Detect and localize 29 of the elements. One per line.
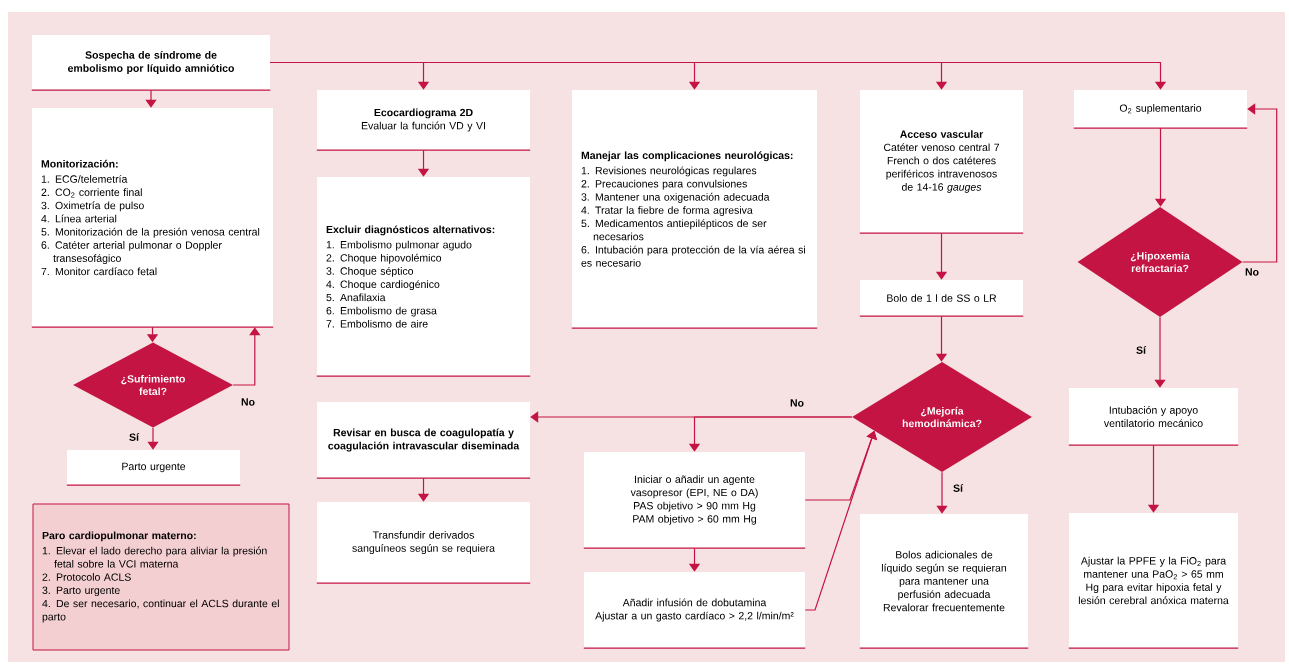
edge-label: Sí xyxy=(128,432,140,442)
arrow xyxy=(145,89,157,108)
arrow xyxy=(1242,103,1278,263)
edge-label: No xyxy=(1244,267,1260,277)
process-box: Ecocardiograma 2D Evaluar la función VD y VI xyxy=(316,90,531,151)
arrow xyxy=(269,61,1167,90)
edge-label: Sí xyxy=(1135,345,1147,355)
process-box: Transfundir derivados sanguíneos según se requiera xyxy=(316,502,531,584)
process-box: O$_{2}$ suplementario xyxy=(1073,90,1248,129)
arrow xyxy=(1154,316,1166,388)
arrow xyxy=(147,427,159,450)
edge-label: Sí xyxy=(952,483,964,493)
process-box: Ajustar la PPFE y la FiO$_{2}$ para mantener una PaO$_{2}$ > 65 mm Hg para evitar hipoxia fetal y lesión cerebral anóxica materna xyxy=(1068,513,1239,649)
process-box: Monitorización: 1. ECG/telemetría 2. CO$_{2}$ corriente final 3. Oximetría de pulso 4. Línea arterial 5. Monitorización de la presión venosa central 6. Catéter arterial pulmonar o Doppler transesofágico 7. Monitor cardíaco fetal xyxy=(31,108,274,328)
process-box: Parto urgente xyxy=(66,450,241,486)
process-box: Revisar en busca de coagulopatía y coagulación intravascular diseminada xyxy=(316,402,531,479)
process-box: Bolos adicionales de líquido según se requieran para mantener una perfusión adecuada Revalorar frecuentemente xyxy=(859,514,1029,649)
edge-label: No xyxy=(240,397,256,407)
edge-label: No xyxy=(789,398,805,408)
process-box: Añadir infusión de dobutamina Ajustar a un gasto cardíaco > 2,2 l/min/m² xyxy=(583,572,806,649)
process-box: Acceso vascular Catéter venoso central 7 French o dos catéteres periféricos intravenosos de 14-16 gauges xyxy=(859,90,1024,234)
process-box: Manejar las complicaciones neurológicas: 1. Revisiones neurológicas regulares 2. Precauciones para convulsiones 3. Mantener una oxigenación adecuada 4. Tratar la fiebre de forma agresiva 5. Medicamentos antiepilépticos de ser necesarios 6. Intubación para protección de la vía aérea si es necesario xyxy=(571,90,818,329)
note-box: Paro cardiopulmonar materno: 1. Elevar el lado derecho para aliviar la presión fetal sobre la VCI materna 2. Protocolo ACLS 3. Parto urgente 4. De ser necesario, continuar el ACLS durante el parto xyxy=(32,503,290,651)
process-box: Bolo de 1 l de SS o LR xyxy=(859,280,1024,317)
process-box: Intubación y apoyo ventilatorio mecánico xyxy=(1068,388,1239,446)
process-box: Excluir diagnósticos alternativos: 1. Embolismo pulmonar agudo 2. Choque hipovolémico 3. Choque séptico 4. Choque cardiogénico 5. Anafilaxia 6. Embolismo de grasa 7. Embolismo de aire xyxy=(316,177,531,377)
process-box: Sospecha de síndrome de embolismo por líquido amniótico xyxy=(31,35,271,91)
arrow xyxy=(936,471,948,514)
process-box: Iniciar o añadir un agente vasopresor (EPI, NE o DA) PAS objetivo > 90 mm Hg PAM objetivo > 60 mm Hg xyxy=(583,452,806,549)
